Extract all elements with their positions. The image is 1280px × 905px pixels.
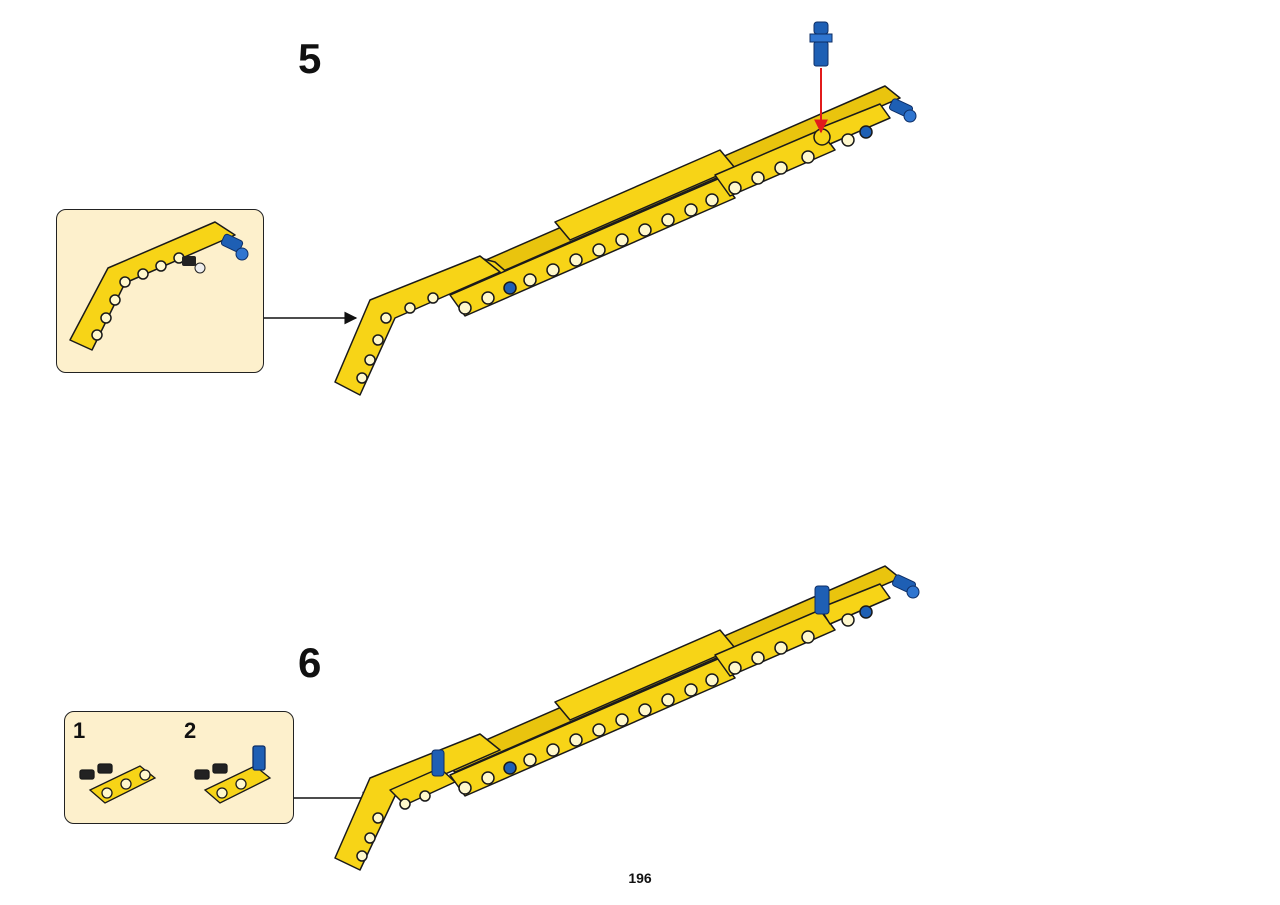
callout-bent-beam bbox=[69, 221, 236, 351]
substep-1-model bbox=[79, 763, 157, 804]
substep-number-1: 1 bbox=[73, 718, 86, 743]
substep-2-model bbox=[194, 745, 272, 804]
step-6-assembly bbox=[79, 565, 920, 871]
raised-pin-blue-6a bbox=[814, 585, 830, 615]
step-number-6: 6 bbox=[298, 639, 322, 686]
callout-pin-black bbox=[182, 256, 206, 274]
raised-pin-blue-6b bbox=[431, 749, 445, 777]
step-number-5: 5 bbox=[298, 35, 322, 82]
end-pin-blue-5 bbox=[888, 98, 917, 123]
step-5-assembly bbox=[69, 21, 917, 396]
callout-pin-blue bbox=[220, 233, 249, 261]
main-beam-assembly-6 bbox=[334, 565, 901, 871]
substep-number-2: 2 bbox=[184, 718, 197, 743]
page-number: 196 bbox=[628, 870, 652, 886]
end-pin-blue-6 bbox=[891, 574, 920, 599]
main-beam-assembly-5 bbox=[334, 85, 901, 396]
new-pin-blue bbox=[809, 21, 833, 67]
